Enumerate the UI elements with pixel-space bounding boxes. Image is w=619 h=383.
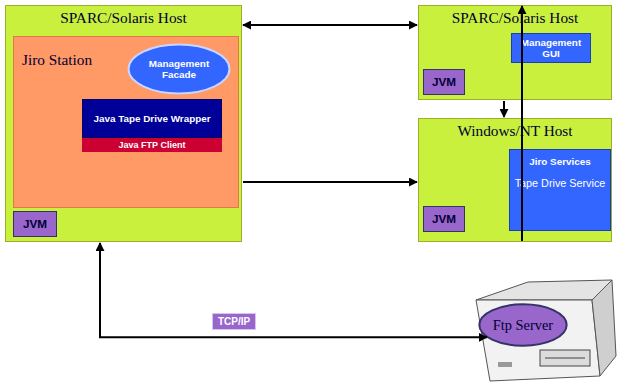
connector-arrow (503, 101, 505, 117)
text-holder: Management GUI (512, 36, 590, 61)
drive-led (498, 362, 512, 367)
node-title: Ftp Server (488, 317, 558, 334)
node-title: SPARC/Solaris Host (425, 9, 605, 27)
text-holder: Java FTP Client (82, 140, 222, 150)
host-box: SPARC/Solaris HostJiro Station Management… (5, 5, 242, 242)
text-holder: JVM (424, 75, 464, 88)
text-holder: Jiro ServicesTape Drive Service (510, 150, 610, 196)
tape-slot (540, 350, 590, 366)
ellipse-shape (129, 45, 230, 94)
node-subtitle: Tape Drive Service (514, 177, 606, 189)
node-title: Windows/NT Host (425, 122, 605, 140)
facade-ellipse: Management Facade (127, 43, 231, 95)
node-title: Management Facade (139, 58, 219, 81)
text-holder: Windows/NT Host (419, 119, 611, 143)
connector-arrow (243, 181, 417, 183)
station-box: Jiro Station Management FacadeJava Tape D… (13, 36, 239, 208)
gui-box: Management GUI (511, 33, 591, 63)
drive-front (476, 300, 600, 381)
node-title: Java FTP Client (86, 140, 218, 150)
connector-arrow (100, 243, 487, 337)
ftp-client-bar: Java FTP Client (82, 138, 222, 152)
text-holder: JVM (14, 217, 56, 230)
node-title: SPARC/Solaris Host (12, 9, 235, 27)
node-title: Java Tape Drive Wrapper (89, 113, 215, 124)
wrapper-box: Java Tape Drive Wrapper (82, 99, 222, 138)
jvm-box: JVM (13, 211, 57, 237)
text-holder: SPARC/Solaris Host (419, 6, 611, 30)
text-holder: Java Tape Drive Wrapper (83, 111, 221, 126)
connector-arrow (243, 24, 417, 26)
text-holder: Management Facade (127, 54, 231, 85)
ellipse-shape (479, 304, 566, 345)
node-title: Management GUI (515, 37, 587, 60)
host-box: SPARC/Solaris HostManagement GUI JVM (418, 5, 612, 100)
node-title: JVM (426, 75, 462, 88)
drive-top (476, 280, 612, 300)
jvm-box: JVM (423, 69, 465, 95)
drive-side (592, 280, 616, 376)
text-holder: Ftp Server (478, 315, 568, 336)
text-holder: JVM (424, 212, 464, 225)
edge-label: TCP/IP (212, 313, 256, 330)
services-box: Jiro ServicesTape Drive Service (509, 149, 611, 231)
host-box: Windows/NT HostJiro ServicesTape Drive S… (418, 118, 612, 242)
jvm-box: JVM (423, 206, 465, 232)
node-title: JVM (426, 212, 462, 225)
text-holder: SPARC/Solaris Host (6, 6, 241, 30)
ftp-server-ellipse: Ftp Server (478, 303, 568, 347)
slot-line (545, 358, 585, 359)
node-title: Jiro Services (514, 156, 606, 167)
node-title: JVM (16, 217, 54, 230)
node-title: Jiro Station (22, 51, 112, 69)
